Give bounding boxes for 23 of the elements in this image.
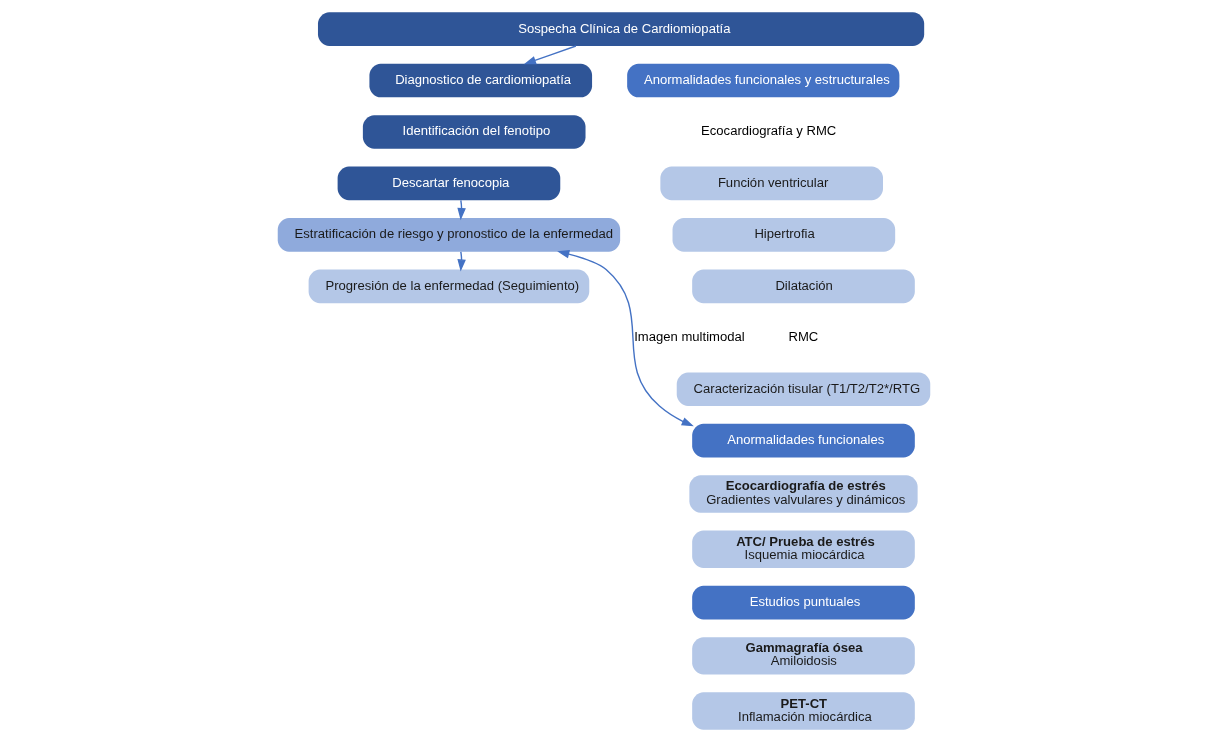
label: Ecocardiografía y RMC	[701, 123, 837, 139]
node-box: Dilatación	[692, 269, 915, 304]
node-box: ATC/ Prueba de estrés Isquemia miocárdica	[692, 530, 915, 568]
node-box: Identificación del fenotipo	[362, 115, 586, 149]
label: RMC	[788, 329, 819, 345]
edge-label: Imagen multimodal	[634, 329, 745, 345]
node-box: Ecocardiografía de estrés Gradientes valvulares y dinámicos	[689, 475, 918, 513]
arrow	[557, 250, 694, 427]
node-box: Anormalidades funcionales y estructurales	[627, 63, 900, 98]
node-box: Hipertrofia	[672, 218, 896, 252]
node-box: PET-CT Inflamación miocárdica	[692, 692, 915, 730]
node-box: Anormalidades funcionales	[692, 423, 915, 458]
node-box: Estratificación de riesgo y pronostico de la enfermedad	[277, 218, 621, 252]
node-box: Función ventricular	[660, 166, 883, 201]
node-box: Caracterización tisular (T1/T2/T2*/RTG	[676, 372, 931, 407]
arrow	[457, 199, 466, 221]
node-box: Estudios puntuales	[692, 585, 915, 620]
node-box: Diagnostico de cardiomiopatía	[369, 63, 593, 98]
node-box: Progresión de la enfermedad (Seguimiento)	[308, 269, 590, 304]
node-box: Gammagrafía ósea Amiloidosis	[692, 637, 915, 675]
node-box: Descartar fenocopia	[337, 166, 561, 201]
node-box: Sospecha Clínica de Cardiomiopatía	[317, 12, 925, 46]
arrow	[523, 45, 577, 65]
